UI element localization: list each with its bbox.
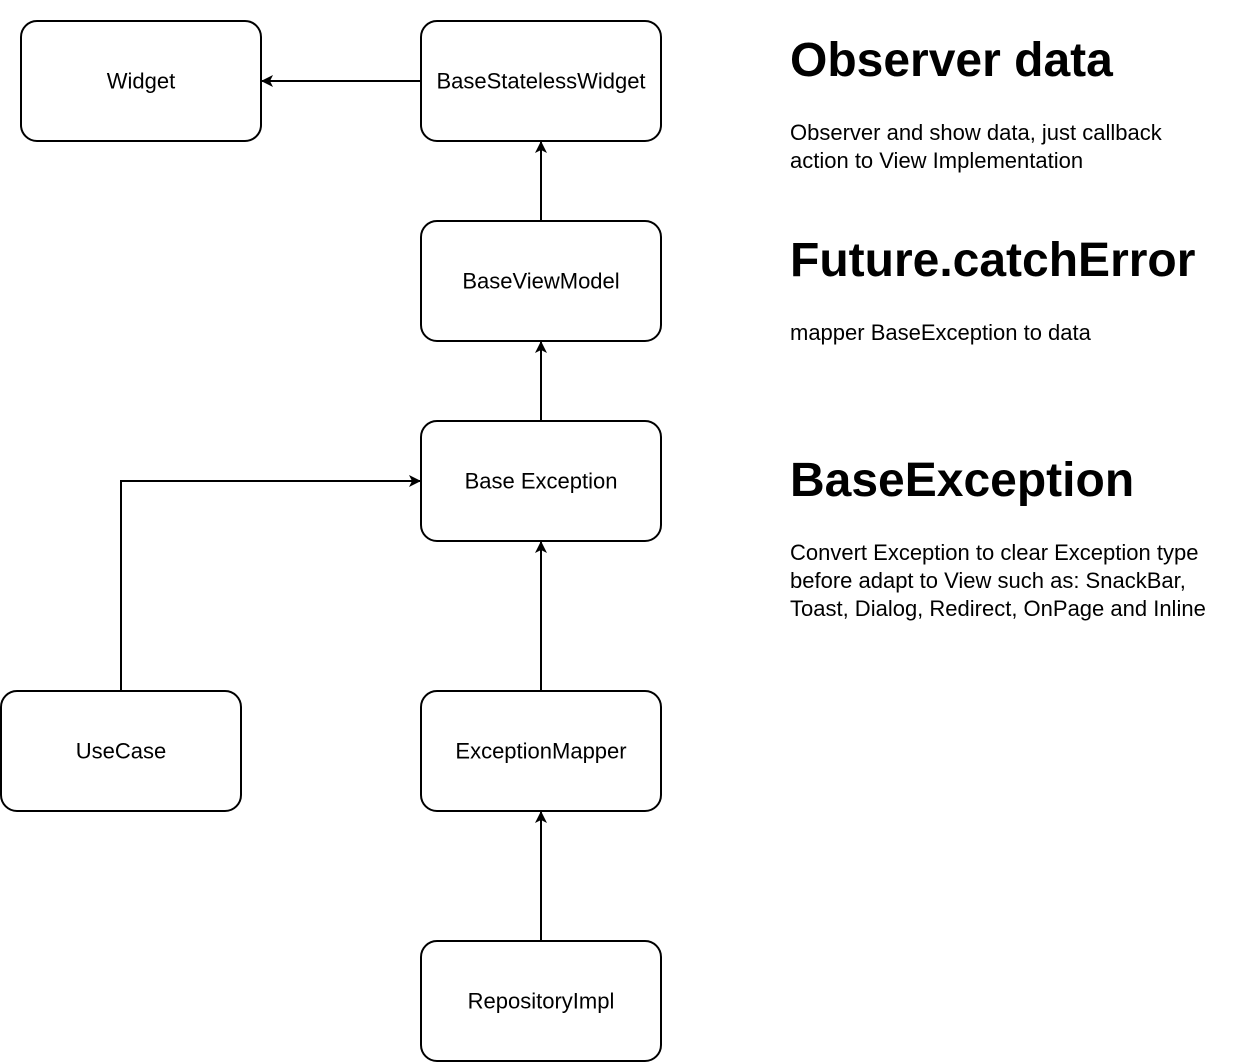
node-use-case[interactable]: UseCase bbox=[0, 690, 242, 812]
note-base-exception: BaseException Convert Exception to clear… bbox=[790, 457, 1230, 623]
note-observer-body: Observer and show data, just callback ac… bbox=[790, 120, 1162, 173]
node-base-exception[interactable]: Base Exception bbox=[420, 420, 662, 542]
node-base-exception-label: Base Exception bbox=[465, 469, 618, 494]
node-base-stateless-widget[interactable]: BaseStatelessWidget bbox=[420, 20, 662, 142]
node-widget-label: Widget bbox=[107, 69, 175, 94]
note-observer-data: Observer data Observer and show data, ju… bbox=[790, 37, 1230, 175]
note-future-body: mapper BaseException to data bbox=[790, 320, 1091, 345]
node-exception-mapper[interactable]: ExceptionMapper bbox=[420, 690, 662, 812]
node-base-view-model[interactable]: BaseViewModel bbox=[420, 220, 662, 342]
node-repository-impl-label: RepositoryImpl bbox=[468, 989, 615, 1014]
node-base-stateless-widget-label: BaseStatelessWidget bbox=[436, 69, 645, 94]
node-base-view-model-label: BaseViewModel bbox=[462, 269, 619, 294]
note-future-catch-error: Future.catchError mapper BaseException t… bbox=[790, 237, 1230, 347]
note-base-exception-title: BaseException bbox=[790, 454, 1135, 507]
node-repository-impl[interactable]: RepositoryImpl bbox=[420, 940, 662, 1062]
note-observer-title: Observer data bbox=[790, 34, 1113, 87]
node-widget[interactable]: Widget bbox=[20, 20, 262, 142]
edge-use-case-to-base-exception bbox=[120, 475, 421, 691]
node-use-case-label: UseCase bbox=[76, 739, 166, 764]
node-exception-mapper-label: ExceptionMapper bbox=[455, 739, 626, 764]
note-future-title: Future.catchError bbox=[790, 234, 1196, 287]
note-base-exception-body: Convert Exception to clear Exception typ… bbox=[790, 540, 1206, 621]
flow-diagram: Widget BaseStatelessWidget BaseViewModel… bbox=[0, 20, 662, 1062]
